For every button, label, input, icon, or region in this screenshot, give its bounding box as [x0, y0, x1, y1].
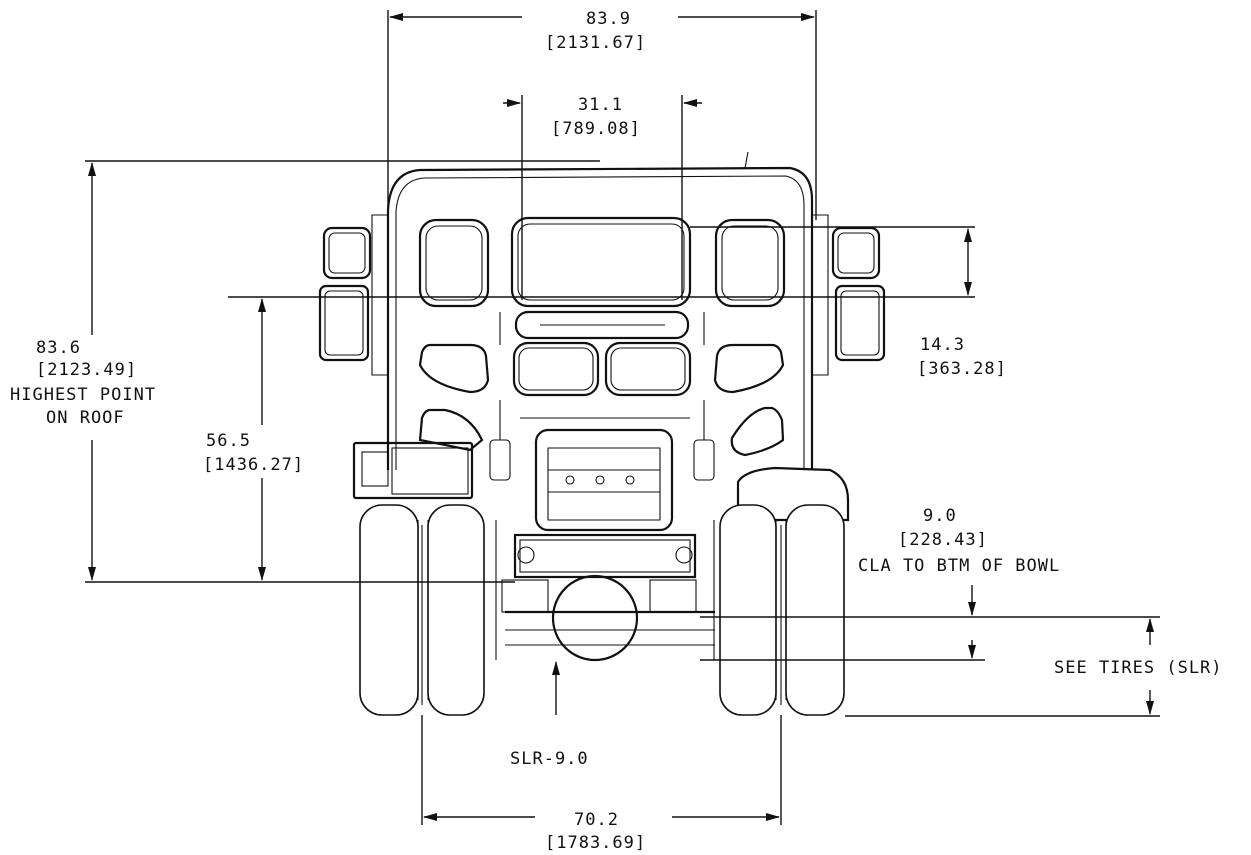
- height-roof-value: 83.6: [36, 338, 81, 358]
- overall-width-value: 83.9: [586, 9, 631, 29]
- cla-to-bowl-metric: [228.43]: [898, 530, 988, 550]
- cla-to-bowl-note: CLA TO BTM OF BOWL: [858, 556, 1060, 576]
- overall-width-metric: [2131.67]: [545, 33, 646, 53]
- cla-to-bowl-value: 9.0: [923, 506, 957, 526]
- height-roof-note-2: ON ROOF: [46, 408, 125, 428]
- truck-outline: [318, 151, 886, 716]
- track-width-metric: [1783.69]: [545, 833, 646, 853]
- height-mirror-metric: [1436.27]: [203, 455, 304, 475]
- track-width-value: 70.2: [574, 810, 619, 830]
- dimension-labels: 83.9 [2131.67] 31.1 [789.08] 83.6 [2123.…: [10, 9, 1223, 853]
- window-width-value: 31.1: [578, 95, 623, 115]
- height-roof-metric: [2123.49]: [36, 360, 137, 380]
- slr-note: SLR-9.0: [510, 749, 589, 769]
- window-width-metric: [789.08]: [551, 119, 641, 139]
- mirror-height-value: 14.3: [920, 335, 965, 355]
- mirror-height-metric: [363.28]: [917, 359, 1007, 379]
- height-roof-note-1: HIGHEST POINT: [10, 385, 156, 405]
- dimension-lines: [85, 10, 1160, 825]
- see-tires-note: SEE TIRES (SLR): [1054, 658, 1223, 678]
- height-mirror-value: 56.5: [206, 431, 251, 451]
